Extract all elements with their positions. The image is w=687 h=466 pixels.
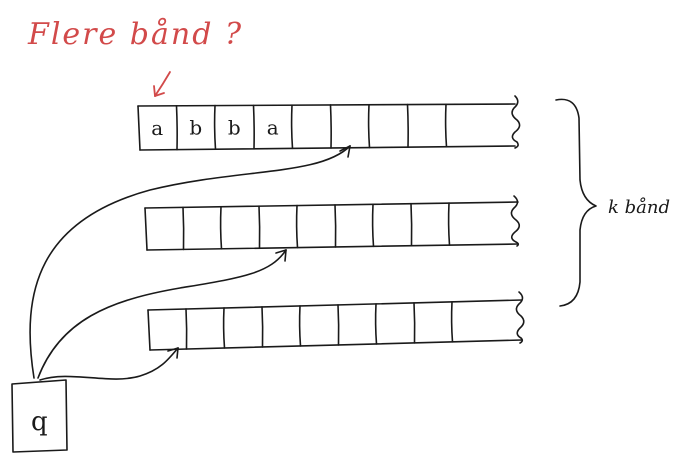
tape-cell-divider [334, 204, 337, 248]
head-arrow-tape-2 [37, 249, 287, 379]
tapes-brace [555, 98, 597, 307]
tape-cell-divider [261, 306, 264, 348]
tape-2 [144, 195, 521, 251]
tape-cell-divider [290, 104, 294, 150]
tape-cell-divider [213, 104, 217, 150]
tape-cell-divider [295, 204, 299, 249]
tape-cell-divider [410, 202, 413, 247]
tape-cell-divider [444, 103, 448, 148]
tape-cell-divider [252, 104, 255, 150]
tape-cell-divider [374, 303, 378, 345]
diagram-title: Flere bånd ? [27, 17, 243, 52]
tape-cell-divider [219, 205, 223, 250]
tape-cell-divider [413, 302, 416, 344]
tape-cell-divider [406, 103, 409, 148]
head-marker-arrow [153, 71, 171, 97]
tape-3 [147, 291, 525, 351]
tape-cell-divider [182, 206, 185, 251]
tape-cell-divider [337, 304, 340, 346]
tape-cell-symbol: a [151, 116, 163, 140]
tape-cell-symbol: b [189, 116, 202, 140]
tape-cell-divider [371, 203, 375, 248]
head-arrow-tape-3 [39, 347, 179, 381]
tape-cell-symbol: b [228, 115, 241, 139]
tape-cell-divider [175, 104, 178, 151]
tape-cell-divider [298, 305, 302, 347]
tape-cell-divider [447, 202, 451, 246]
head-arrow-tape-1 [29, 145, 351, 379]
tape-cell-symbol: a [267, 115, 279, 139]
tape-cell-divider [185, 308, 188, 350]
state-label: q [31, 407, 48, 437]
tape-cell-divider [329, 104, 332, 149]
brace-label: k bånd [608, 196, 670, 218]
state-box [11, 379, 68, 453]
tape-cell-divider [367, 103, 371, 149]
tape-cell-divider [450, 301, 454, 343]
tape-cell-divider [258, 205, 261, 249]
tape-cell-divider [222, 307, 226, 349]
